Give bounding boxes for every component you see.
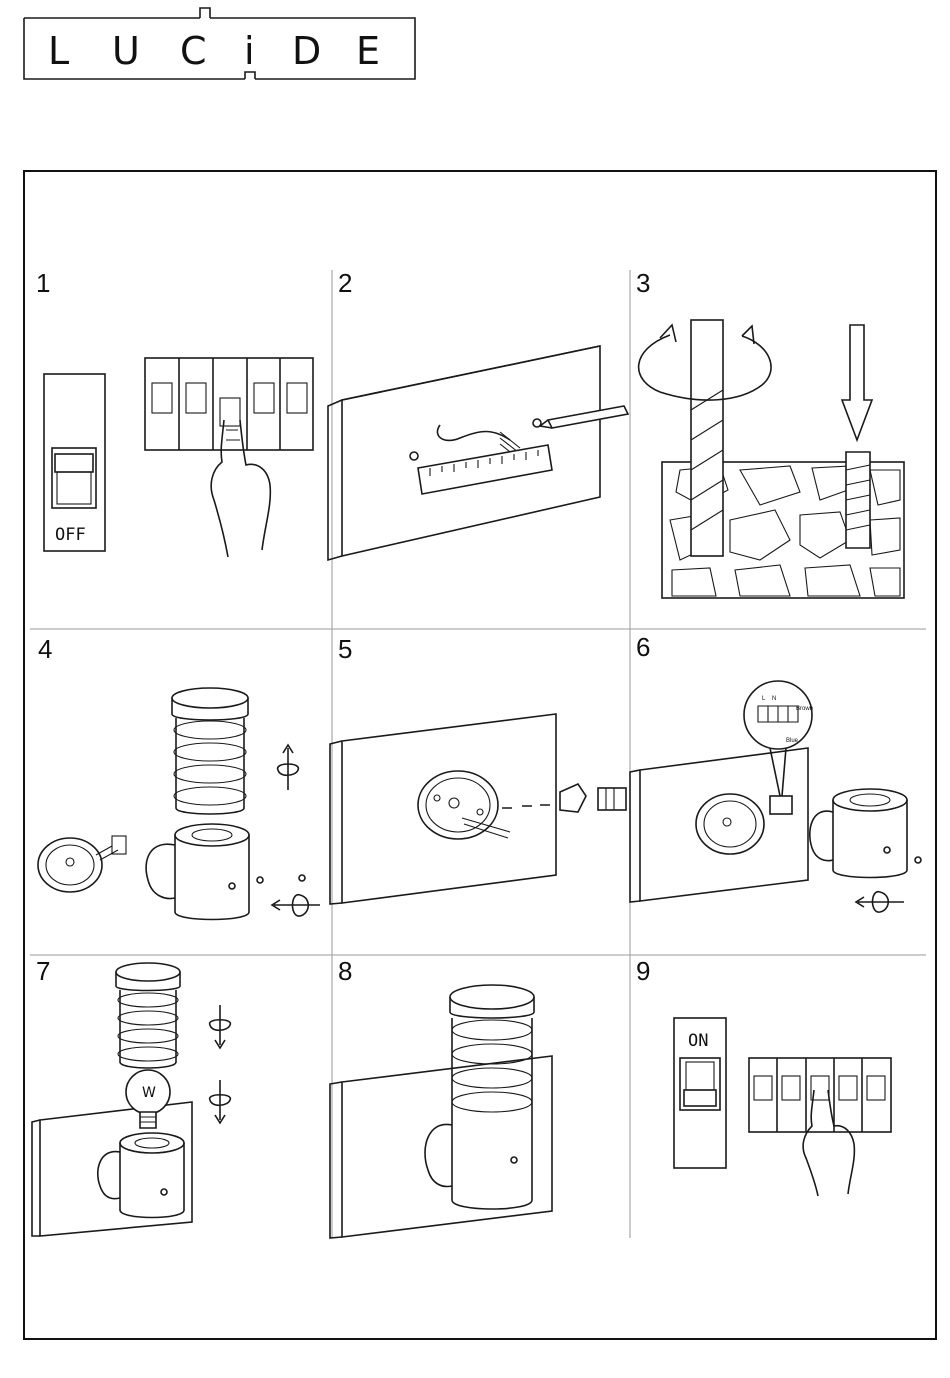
wall-plug-icon [846, 452, 870, 548]
step-number-1: 1 [36, 268, 50, 298]
step-5-mount-plate-illustration [330, 714, 626, 904]
step-4-disassemble-illustration [38, 688, 320, 920]
logo-letter-l: L [48, 29, 69, 73]
step-6-wiring-illustration: L N Brown Blue [630, 681, 921, 912]
step-number-8: 8 [338, 956, 352, 986]
step-number-3: 3 [636, 268, 650, 298]
switch-label-off: OFF [55, 525, 86, 545]
rotate-left-icon [856, 892, 904, 912]
logo-letter-u: U [112, 29, 140, 73]
breaker-panel [145, 358, 313, 450]
step-3-drill-illustration [639, 320, 904, 598]
rotate-down-icon [210, 1005, 231, 1048]
switch-label-on: ON [688, 1031, 708, 1051]
step-number-5: 5 [338, 634, 352, 664]
hand-icon [211, 420, 270, 557]
screw-icon [560, 784, 586, 812]
logo-letter-c: C [180, 29, 207, 73]
step-number-2: 2 [338, 268, 352, 298]
bulb-wattage-label: W [142, 1085, 156, 1101]
step-7-bulb-illustration: W [32, 963, 230, 1236]
hand-icon [803, 1090, 854, 1196]
step-number-9: 9 [636, 956, 650, 986]
step-8-assembled-illustration [330, 985, 552, 1238]
brand-logo: L U C i D E [24, 8, 415, 79]
step-2-mark-holes-illustration [328, 346, 628, 560]
rotate-left-icon [272, 895, 320, 916]
step-1-switch-off-illustration: OFF [44, 358, 313, 557]
step-9-switch-on-illustration: ON [674, 1018, 891, 1196]
step-number-6: 6 [636, 632, 650, 662]
wire-label-blue: Blue [786, 738, 799, 744]
step-number-4: 4 [38, 634, 52, 664]
logo-letter-i: i [244, 29, 255, 73]
rotate-down-icon [210, 1080, 231, 1123]
step-number-7: 7 [36, 956, 50, 986]
logo-letter-d: D [292, 29, 321, 73]
down-arrow-icon [842, 325, 872, 440]
rotate-up-icon [278, 745, 299, 790]
logo-letter-e: E [356, 29, 380, 73]
wire-label-brown: Brown [796, 706, 813, 712]
breaker-panel [749, 1058, 891, 1132]
wire-label-n: N [772, 696, 776, 702]
